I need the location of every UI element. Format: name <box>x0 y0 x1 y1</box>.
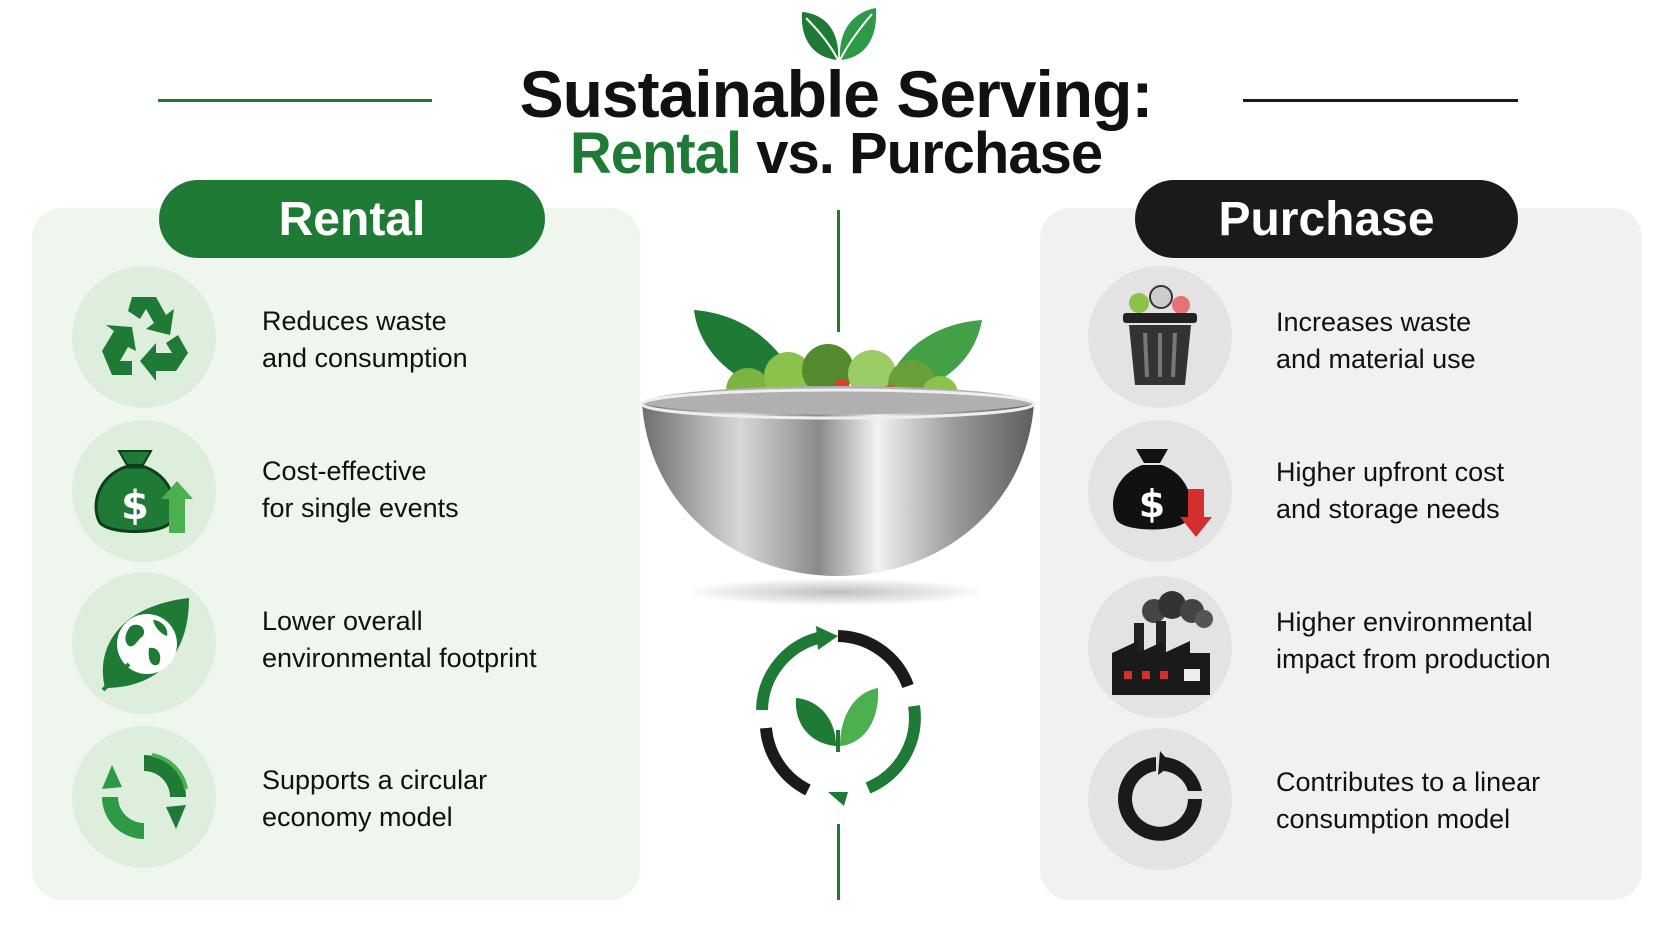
rental-item-line1: Reduces waste <box>262 306 447 336</box>
purchase-item-text: Contributes to a linear consumption mode… <box>1276 764 1616 838</box>
header-leaf-icon <box>801 8 877 61</box>
rental-item-icon-wrap: $ <box>72 420 216 562</box>
rental-item-line1: Cost-effective <box>262 456 427 486</box>
rental-item-icon-wrap <box>72 266 216 408</box>
money-bag-down-icon: $ <box>1113 449 1212 537</box>
subtitle-rental: Rental <box>569 121 742 186</box>
purchase-item-icon-wrap <box>1088 728 1232 870</box>
factory-icon <box>1112 591 1213 695</box>
purchase-item-line2: impact from production <box>1276 644 1551 674</box>
purchase-item-line1: Higher upfront cost <box>1276 457 1505 487</box>
svg-text:$: $ <box>1139 482 1165 526</box>
rental-item-text: Reduces waste and consumption <box>262 303 602 377</box>
purchase-item-text: Increases waste and material use <box>1276 304 1616 378</box>
purchase-item-line1: Higher environmental <box>1276 607 1533 637</box>
purchase-item-line2: and material use <box>1276 344 1476 374</box>
money-bag-up-icon: $ <box>94 450 193 533</box>
circular-arrows-icon <box>102 753 188 839</box>
rental-item-text: Lower overall environmental footprint <box>262 603 602 677</box>
center-divider-top <box>837 210 840 332</box>
purchase-item-text: Higher upfront cost and storage needs <box>1276 454 1616 528</box>
rental-heading: Rental <box>159 180 545 258</box>
purchase-item-icon-wrap <box>1088 576 1232 718</box>
page-subtitle: Rental vs. Purchase <box>0 120 1672 187</box>
rental-item-icon-wrap <box>72 572 216 714</box>
purchase-item-text: Higher environmental impact from product… <box>1276 604 1616 678</box>
rental-item-text: Supports a circular economy model <box>262 762 602 836</box>
trash-bin-icon <box>1123 285 1197 385</box>
rental-item-icon-wrap <box>72 726 216 868</box>
globe-leaf-icon <box>101 598 189 692</box>
purchase-item-line2: consumption model <box>1276 804 1511 834</box>
linear-cycle-icon <box>1118 751 1202 841</box>
purchase-item-icon-wrap: $ <box>1088 420 1232 562</box>
rental-item-line2: environmental footprint <box>262 643 537 673</box>
subtitle-rest: vs. Purchase <box>741 121 1103 186</box>
recycle-icon <box>102 297 188 381</box>
purchase-item-icon-wrap <box>1088 266 1232 408</box>
rental-item-line2: for single events <box>262 493 459 523</box>
purchase-item-line1: Increases waste <box>1276 307 1472 337</box>
rental-item-line2: and consumption <box>262 343 468 373</box>
header-rule-right <box>1243 99 1518 102</box>
purchase-item-line1: Contributes to a linear <box>1276 767 1541 797</box>
rental-item-line1: Lower overall <box>262 606 423 636</box>
center-divider-bottom <box>837 824 840 900</box>
svg-text:$: $ <box>121 483 149 529</box>
salad-bowl-image <box>640 310 1036 606</box>
purchase-item-line2: and storage needs <box>1276 494 1500 524</box>
rental-item-line1: Supports a circular <box>262 765 488 795</box>
purchase-heading: Purchase <box>1135 180 1518 258</box>
page-title: Sustainable Serving: <box>519 57 1154 131</box>
circular-leaf-icon <box>756 626 921 806</box>
header-rule-left <box>158 99 432 102</box>
rental-item-line2: economy model <box>262 802 453 832</box>
rental-item-text: Cost-effective for single events <box>262 453 602 527</box>
